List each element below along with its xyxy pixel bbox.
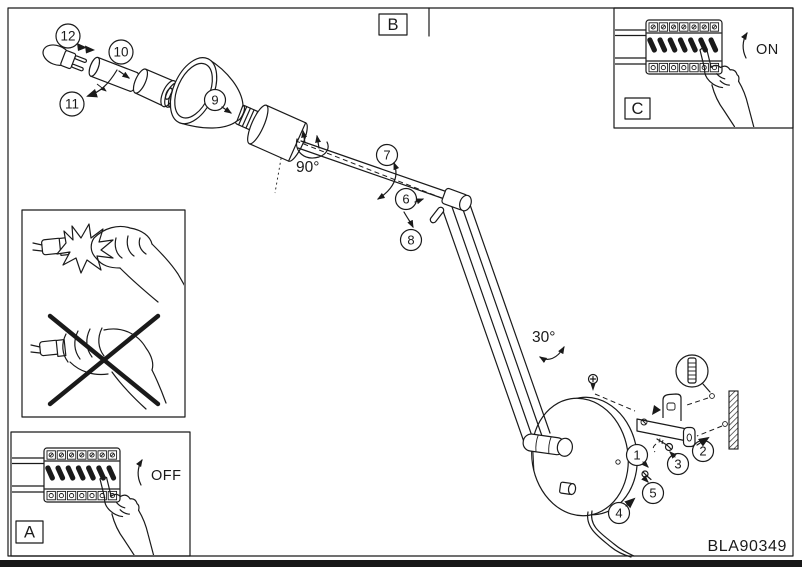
bulb-insert-arrow-icon [77, 43, 95, 54]
callout-11: 11 [59, 91, 85, 117]
canopy-pivot [522, 433, 574, 457]
supply-wires-icon [12, 457, 46, 493]
wall-bracket [636, 393, 696, 448]
switch-on-arrow-icon [740, 31, 748, 59]
callout-2: 2 [691, 436, 715, 463]
inset-a: OFF A [10, 431, 191, 557]
on-label: ON [756, 42, 779, 58]
callout-3: 3 [666, 451, 690, 476]
wall-anchor-detail [675, 354, 711, 393]
callout-9: 9 [203, 88, 232, 114]
callout-1: 1 [625, 443, 649, 468]
canopy-knob [559, 481, 577, 496]
callout-7: 7 [375, 143, 400, 200]
arm-rotation-arrow [538, 345, 565, 364]
lower-arm [441, 198, 551, 443]
callout-10: 10 [108, 39, 134, 65]
bare-hand-icon [62, 327, 167, 410]
callout-12: 12 [55, 23, 81, 49]
off-label: OFF [151, 468, 182, 484]
adjust-knob-pin [429, 206, 445, 224]
anchor-align-line-1 [683, 397, 709, 407]
wall-hole-lower [722, 421, 728, 427]
breaker-panel-icon [43, 447, 121, 503]
callout-1-number: 1 [633, 448, 640, 463]
callout-4: 4 [607, 497, 636, 525]
detail-a-label: A [15, 520, 44, 544]
callout-10-number: 10 [113, 45, 128, 60]
angle-30-label: 30° [532, 329, 555, 346]
callout-5: 5 [641, 475, 665, 505]
anchor-align-line-2 [696, 425, 723, 437]
power-cord [587, 510, 635, 558]
callout-7-number: 7 [383, 148, 390, 163]
callout-6-number: 6 [402, 192, 409, 207]
switch-off-arrow-icon [135, 458, 143, 486]
inset-c: ON C [613, 7, 794, 129]
assembly-axis-line [239, 118, 463, 207]
bulb-icon [30, 339, 67, 357]
shade-holder [247, 104, 308, 162]
wall-hole-upper [709, 393, 715, 399]
callout-2-number: 2 [699, 444, 706, 459]
halogen-bulb [42, 44, 88, 72]
prohibition-cross-icon [47, 313, 161, 407]
angle-90-label: 90° [296, 159, 319, 176]
detail-c-letter: C [632, 100, 644, 118]
sleeve-in-arrow-icon [118, 70, 130, 79]
holder-leader-line [274, 152, 283, 194]
wall-canopy [531, 396, 638, 517]
incorrect-handling-figure [30, 313, 167, 410]
page-border [7, 7, 794, 557]
callout-8: 8 [399, 211, 423, 252]
wall-section [728, 390, 739, 450]
mounting-screw [587, 373, 636, 412]
hand-holding-icon [90, 225, 184, 303]
elbow-joint [441, 187, 472, 212]
model-code: BLA90349 [707, 538, 787, 555]
callout-12-number: 12 [60, 29, 75, 44]
callout-3-number: 3 [674, 457, 681, 472]
correct-handling-figure [32, 223, 184, 303]
footer-bar [0, 560, 802, 567]
callout-11-number: 11 [65, 97, 79, 112]
canopy-screw-5 [641, 470, 652, 481]
cloth-icon [56, 223, 114, 274]
detail-c-label: C [624, 97, 651, 120]
supply-wires-icon [615, 29, 648, 65]
callout-5-number: 5 [649, 486, 656, 501]
detail-b-letter: B [387, 16, 398, 34]
bracket-screw-3 [652, 438, 674, 453]
callout-8-number: 8 [407, 233, 414, 248]
canopy-edge-line [532, 451, 535, 473]
callout-9-number: 9 [211, 93, 218, 108]
inset-handling [21, 209, 186, 418]
shade-rotation-arc [295, 129, 329, 159]
detail-a-letter: A [24, 524, 35, 542]
callout-4-number: 4 [615, 506, 622, 521]
callout-6: 6 [394, 187, 425, 211]
sleeve-tilt-arrow-icon [96, 83, 107, 92]
detail-b-label: B [378, 13, 408, 36]
